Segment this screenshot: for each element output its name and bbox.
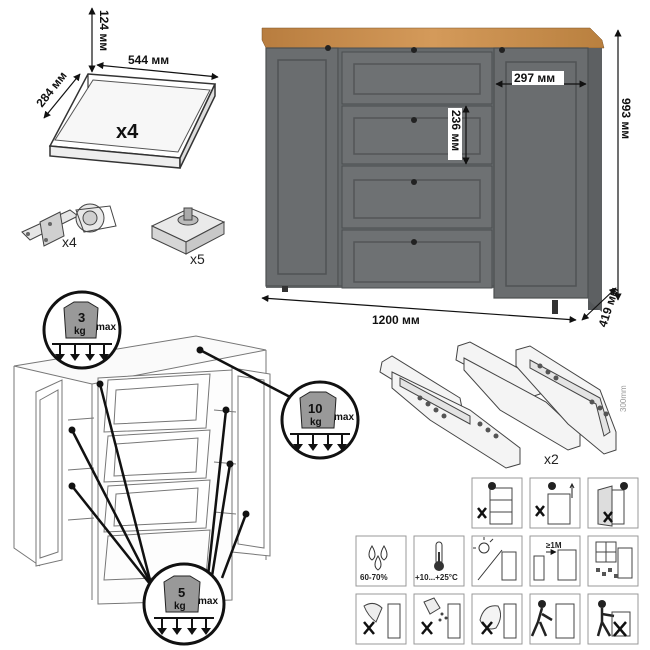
no-direct-sunlight-icon <box>471 535 523 587</box>
load-shelf-unit: kg <box>310 417 322 428</box>
load-shelf-label: max <box>334 412 354 423</box>
box-width-arrow <box>96 62 219 80</box>
load-top-label: max <box>96 322 116 333</box>
drawer-box-count: x4 <box>116 121 139 143</box>
box-depth-label: 284 мм <box>33 69 69 110</box>
total-height-label: 993 мм <box>619 98 633 139</box>
rails-count: x2 <box>544 451 559 467</box>
load-dots <box>68 346 250 518</box>
drawer-width-label-bg <box>512 71 564 85</box>
temperature-icon <box>413 535 465 587</box>
distance-label: ≥1M <box>546 541 562 550</box>
cabinet-illustration <box>261 27 605 314</box>
cabinet-line-drawing <box>13 335 271 605</box>
foot-count: x5 <box>190 251 205 267</box>
load-badge-drawer <box>142 562 226 646</box>
temperature-label: +10...+25°C <box>415 573 458 582</box>
humidity-label: 60-70% <box>360 573 388 582</box>
load-drawer-value: 5 <box>178 585 185 600</box>
no-abrasive-sponge-icon <box>471 593 523 645</box>
box-height-label: 124 мм <box>97 10 111 51</box>
rail-length-label: 300mm <box>619 385 628 412</box>
foot-illustration <box>150 207 226 255</box>
load-badge-top <box>42 290 122 370</box>
no-sitting-on-drawer-icon <box>471 477 523 529</box>
load-top-unit: kg <box>74 326 86 337</box>
no-chemical-cleaner-icon <box>413 593 465 645</box>
hinge-illustration <box>21 203 117 247</box>
drawer-height-label-bg <box>448 108 462 160</box>
humidity-icon <box>355 535 407 587</box>
total-depth-arrow <box>581 287 617 321</box>
drawer-rails-illustration <box>379 341 617 469</box>
window-placement-icon <box>587 535 639 587</box>
load-badge-shelf <box>280 380 360 460</box>
box-depth-arrow <box>43 73 81 119</box>
no-wet-cloth-icon <box>355 593 407 645</box>
drawer-width-label: 297 мм <box>514 71 555 85</box>
total-width-arrow <box>261 294 577 324</box>
no-heavy-lifting-icon <box>587 593 639 645</box>
drawer-height-label: 236 мм <box>449 110 463 151</box>
load-leader-lines <box>70 348 293 585</box>
box-width-label: 544 мм <box>128 53 169 67</box>
load-drawer-label: max <box>198 596 218 607</box>
no-climbing-drawer-icon <box>529 477 581 529</box>
no-hanging-on-door-icon <box>587 477 639 529</box>
total-width-label: 1200 мм <box>372 313 420 327</box>
two-person-assembly-icon <box>529 593 581 645</box>
distance-from-heater-icon <box>529 535 581 587</box>
load-top-value: 3 <box>78 310 85 325</box>
load-drawer-unit: kg <box>174 601 186 612</box>
hinge-count: x4 <box>62 234 77 250</box>
drawer-box-illustration <box>48 73 217 169</box>
load-shelf-value: 10 <box>308 401 322 416</box>
